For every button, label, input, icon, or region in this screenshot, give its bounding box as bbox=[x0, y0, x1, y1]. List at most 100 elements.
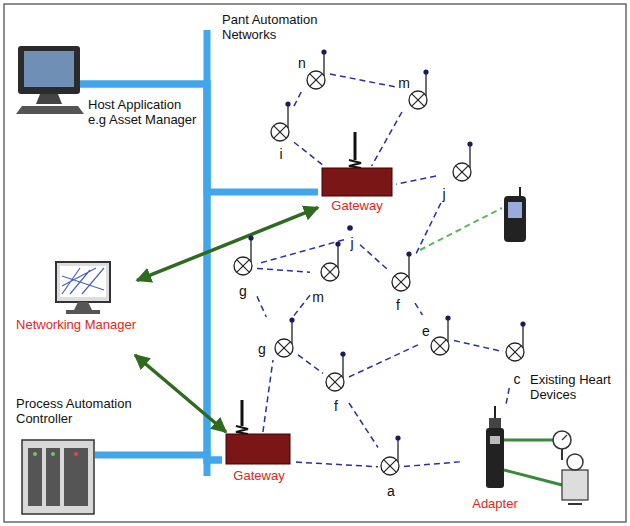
junction-dot bbox=[467, 141, 472, 146]
mesh-link bbox=[454, 341, 503, 352]
device-circle bbox=[409, 91, 427, 109]
device-stalk bbox=[447, 319, 448, 342]
junction-dot bbox=[289, 317, 294, 322]
host-monitor bbox=[36, 94, 62, 104]
hart-devices bbox=[504, 439, 553, 442]
mesh-link bbox=[349, 403, 378, 448]
node-label: Process Automation Controller bbox=[16, 396, 156, 426]
junction-dot bbox=[248, 235, 253, 240]
text-label: Pant Automation Networks bbox=[222, 12, 334, 42]
device-stalk bbox=[408, 255, 409, 278]
mesh-link bbox=[330, 74, 396, 87]
hart-devices bbox=[567, 454, 583, 470]
device-cross bbox=[310, 74, 323, 87]
manager-monitor bbox=[56, 262, 110, 314]
field-device: f bbox=[389, 251, 415, 314]
device-letter: g bbox=[238, 283, 248, 299]
device-circle bbox=[431, 337, 449, 355]
mesh-link bbox=[294, 142, 324, 166]
device-circle bbox=[453, 163, 471, 181]
device-stalk bbox=[323, 53, 324, 76]
device-circle bbox=[234, 257, 252, 275]
device-stalk bbox=[287, 105, 288, 128]
device-letter: c bbox=[513, 371, 522, 387]
junction-dot bbox=[285, 101, 290, 106]
field-device: g bbox=[254, 317, 298, 360]
device-circle bbox=[307, 71, 325, 89]
device-letter: m bbox=[397, 75, 411, 91]
device-cross bbox=[384, 460, 397, 473]
mesh-link bbox=[396, 176, 436, 184]
host-monitor bbox=[18, 46, 80, 94]
controller-rack bbox=[51, 452, 55, 456]
device-cross bbox=[412, 94, 425, 107]
field-device: j bbox=[344, 223, 360, 252]
junction-dot bbox=[520, 321, 525, 326]
mesh-link bbox=[298, 355, 323, 374]
manager-monitor bbox=[66, 310, 100, 314]
device-letter: a bbox=[386, 483, 396, 499]
manager-monitor bbox=[62, 268, 104, 294]
field-device: a bbox=[378, 435, 404, 500]
gateway-box bbox=[349, 160, 361, 168]
mesh-link bbox=[415, 203, 441, 256]
adapter-device bbox=[494, 406, 496, 418]
device-stalk bbox=[522, 325, 523, 348]
gateway: Gateway bbox=[318, 166, 396, 218]
gateway-box bbox=[354, 132, 357, 160]
device-stalk bbox=[425, 73, 426, 96]
adapter-device bbox=[490, 436, 500, 444]
manager-monitor bbox=[60, 266, 106, 297]
hart-devices bbox=[504, 431, 588, 504]
device-letter: m bbox=[311, 289, 325, 305]
hart-devices bbox=[562, 470, 588, 500]
controller-rack bbox=[22, 440, 94, 514]
device-letter: i bbox=[278, 146, 283, 162]
label-holder: Existing Heart Devices bbox=[530, 372, 622, 402]
device-letter: f bbox=[333, 398, 339, 414]
junction-dot bbox=[406, 251, 411, 256]
device-cross bbox=[509, 346, 522, 359]
device-cross bbox=[329, 376, 342, 389]
controller-rack bbox=[33, 452, 37, 456]
mesh-link bbox=[506, 388, 509, 404]
network-link bbox=[80, 84, 318, 192]
device-circle bbox=[271, 123, 289, 141]
device-letter: f bbox=[395, 297, 401, 313]
field-device: m bbox=[396, 69, 432, 112]
host-monitor bbox=[16, 46, 84, 114]
device-stalk bbox=[250, 239, 251, 262]
field-device: i bbox=[268, 101, 294, 163]
field-device: n bbox=[294, 49, 330, 92]
handheld-device bbox=[519, 187, 521, 196]
device-letter: j bbox=[349, 235, 354, 251]
label-holder: Pant Automation Networks bbox=[222, 12, 334, 42]
host-monitor bbox=[24, 51, 74, 87]
device-cross bbox=[237, 260, 250, 273]
node-label: Gateway bbox=[318, 198, 396, 213]
mesh-link bbox=[294, 92, 301, 106]
hart-devices bbox=[504, 470, 562, 485]
controller-rack bbox=[46, 448, 60, 506]
gateway: Gateway bbox=[222, 432, 296, 488]
node-label: Host Application e.g Asset Manager bbox=[88, 97, 202, 127]
device-cross bbox=[395, 276, 408, 289]
device-circle bbox=[275, 339, 293, 357]
controller-rack bbox=[22, 440, 94, 514]
network-link bbox=[95, 455, 222, 460]
hart-devices bbox=[561, 449, 563, 460]
field-device: c bbox=[503, 321, 529, 388]
hart-devices bbox=[568, 503, 582, 505]
device-circle bbox=[392, 273, 410, 291]
